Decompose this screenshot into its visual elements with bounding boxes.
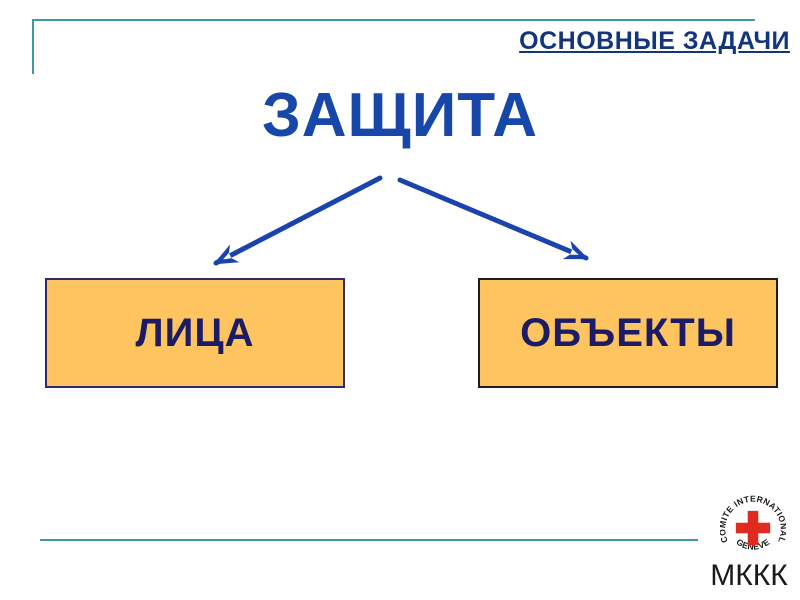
node-persons: ЛИЦА [45, 278, 345, 388]
slide-title: ОСНОВНЫЕ ЗАДАЧИ [519, 27, 790, 55]
red-cross-vertical-bar-icon [747, 510, 759, 546]
red-cross-logo-icon: COMITE INTERNATIONAL GENEVE [720, 495, 786, 552]
node-objects: ОБЪЕКТЫ [478, 278, 778, 388]
diagram-root-label: ЗАЩИТА [261, 81, 539, 150]
org-abbreviation: МККК [710, 559, 788, 592]
arrow-to-objects-icon [397, 177, 589, 261]
node-objects-label: ОБЪЕКТЫ [520, 310, 736, 355]
node-persons-label: ЛИЦА [135, 310, 255, 355]
top-border-line [32, 19, 755, 21]
bottom-border-line [40, 539, 698, 541]
diagram-arrows [213, 175, 589, 266]
arrow-to-persons-icon [213, 175, 383, 266]
left-border-line [32, 19, 34, 74]
